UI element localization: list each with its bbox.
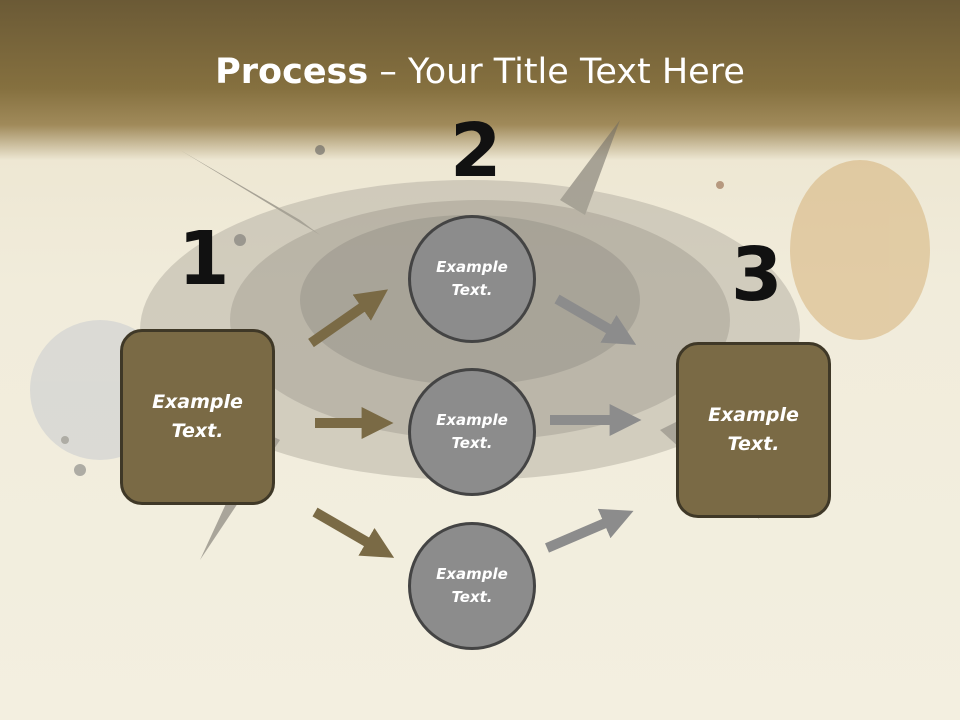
- arrow-left-to-top: [308, 289, 389, 348]
- step-number-2: 2: [450, 108, 502, 194]
- step-number-3: 3: [731, 232, 783, 318]
- circle-node-bottom-label: Example Text.: [436, 565, 508, 606]
- circle-node-top[interactable]: Example Text.: [408, 215, 536, 343]
- circle-node-top-label: Example Text.: [436, 258, 508, 299]
- page-title: Process – Your Title Text Here: [0, 52, 960, 92]
- step-number-1: 1: [178, 216, 230, 302]
- step-box-right[interactable]: Example Text.: [676, 342, 831, 518]
- title-rest: – Your Title Text Here: [368, 52, 745, 92]
- circle-node-middle[interactable]: Example Text.: [408, 368, 536, 496]
- step-box-left[interactable]: Example Text.: [120, 329, 275, 505]
- step-box-left-label: Example Text.: [152, 391, 243, 442]
- circle-node-bottom[interactable]: Example Text.: [408, 522, 536, 650]
- title-bold: Process: [215, 52, 369, 92]
- arrow-bottom-to-right: [545, 508, 634, 553]
- arrow-left-to-bottom: [312, 507, 395, 558]
- step-box-right-label: Example Text.: [708, 404, 799, 455]
- arrow-top-to-right: [554, 294, 637, 345]
- circle-node-middle-label: Example Text.: [436, 411, 508, 452]
- title-banner: [0, 0, 960, 160]
